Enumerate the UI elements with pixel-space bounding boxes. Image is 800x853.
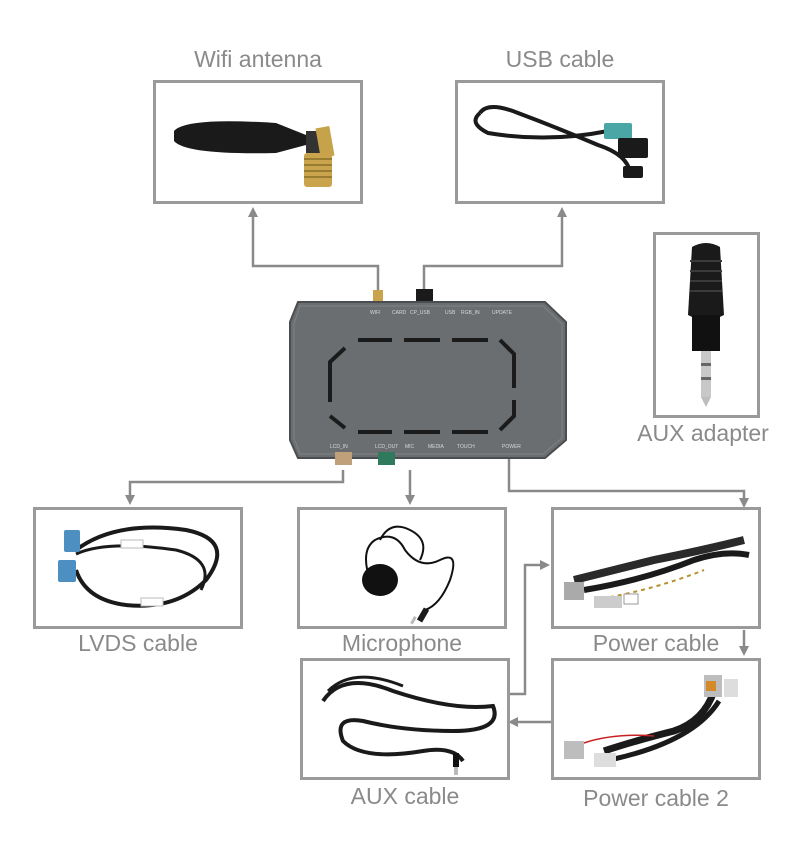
aux-cable-label: AUX cable: [350, 783, 460, 809]
microphone-label: Microphone: [341, 630, 463, 656]
usb-cable-icon: [473, 105, 648, 178]
lvds-cable-icon: [58, 525, 220, 608]
aux-cable-icon: [321, 675, 497, 775]
lvds-cable-panel: [33, 507, 243, 629]
wifi-antenna-panel: [153, 80, 363, 204]
power-cable-icon: [564, 536, 750, 608]
usb-cable-label: USB cable: [505, 46, 615, 72]
power-cable-2-icon: [564, 675, 738, 767]
arrow-to-wifi-antenna: [248, 207, 380, 292]
arrow-aux-to-power: [500, 560, 550, 696]
arrow-to-usb-cable: [422, 207, 567, 292]
power-cable-panel: [551, 507, 761, 629]
power-cable-2-label: Power cable 2: [583, 785, 729, 811]
aux-adapter-label: AUX adapter: [637, 420, 769, 446]
antenna-icon: [174, 121, 335, 187]
arrow-to-lvds-cable: [125, 470, 345, 505]
wifi-antenna-label: Wifi antenna: [194, 46, 322, 72]
aux-cable-panel: [300, 658, 510, 780]
lvds-cable-label: LVDS cable: [78, 630, 198, 656]
power-cable-label: Power cable: [592, 630, 720, 656]
arrow-to-power-cable: [507, 458, 749, 508]
aux-adapter-icon: [688, 243, 724, 407]
power-cable-2-panel: [551, 658, 761, 780]
aux-adapter-panel: [653, 232, 760, 418]
microphone-icon: [362, 525, 455, 625]
microphone-panel: [297, 507, 507, 629]
usb-cable-panel: [455, 80, 665, 204]
